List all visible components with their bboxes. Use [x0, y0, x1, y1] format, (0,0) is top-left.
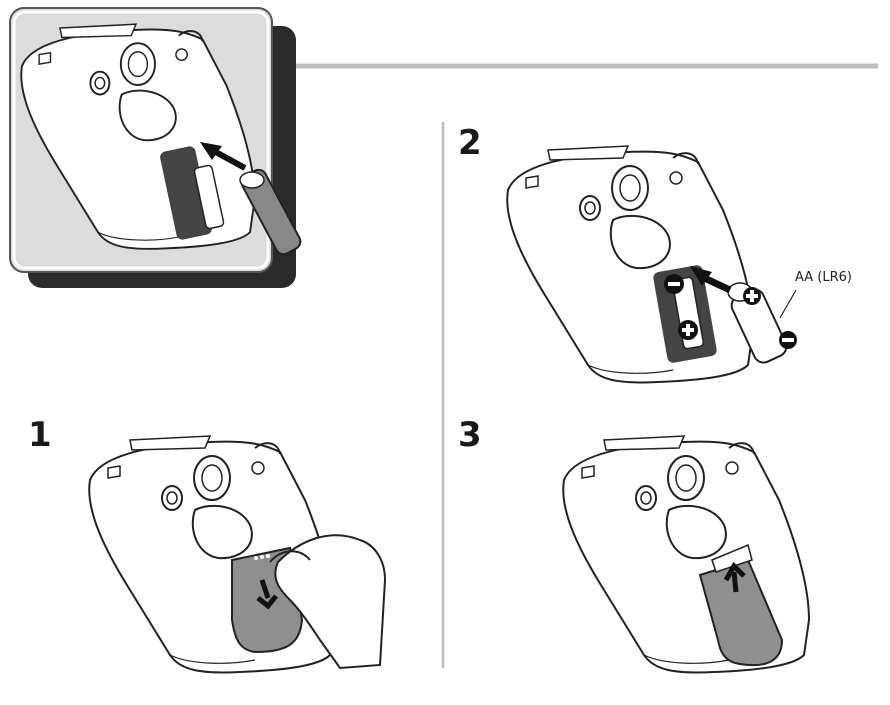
hand-icon	[274, 534, 387, 670]
inset-overview	[9, 7, 302, 288]
step-2-illustration	[506, 145, 797, 384]
slide-down-arrow-icon	[256, 579, 278, 610]
callout-leader	[779, 289, 797, 319]
step-3-illustration	[562, 435, 810, 674]
step-number: 3	[458, 415, 482, 455]
battery-type-label: AA (LR6)	[795, 270, 852, 285]
battery-insert-arrow-icon	[690, 266, 712, 286]
battery-cover	[698, 558, 784, 667]
step-number: 1	[28, 415, 52, 455]
push-up-arrow-icon	[723, 561, 746, 593]
battery-insert-arrow-icon	[200, 142, 222, 160]
step-number: 2	[458, 123, 482, 163]
step-1-illustration	[88, 435, 387, 674]
